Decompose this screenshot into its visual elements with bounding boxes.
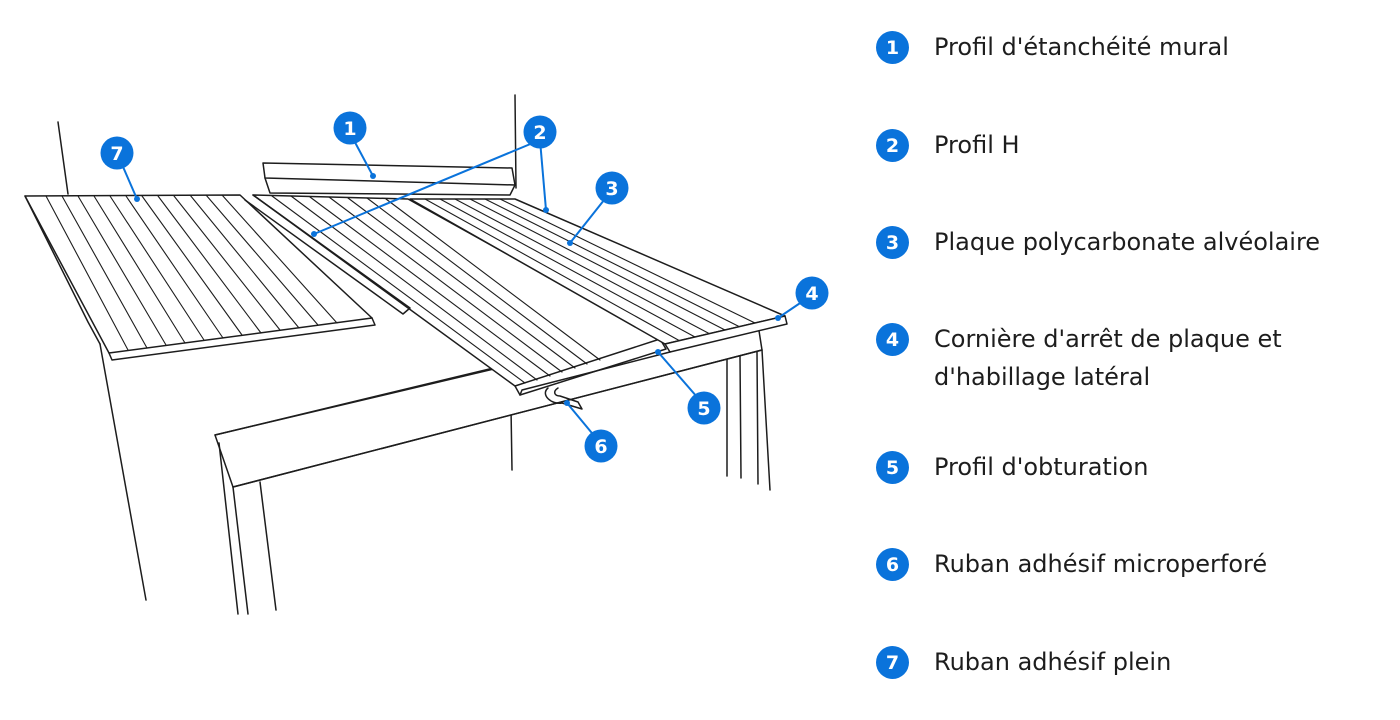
legend-badge-3: 3 [876, 226, 909, 259]
beam-top-edge [214, 367, 499, 436]
legend-label-2: Profil H [934, 131, 1020, 159]
callout-badge-1: 1 [333, 111, 367, 145]
legend-item-2: 2 Profil H [876, 129, 1020, 164]
obturation-profile [519, 351, 671, 396]
right-post [726, 349, 771, 491]
legend-label-3: Plaque polycarbonate alvéolaire [934, 228, 1321, 256]
side-angle-profile [664, 315, 788, 353]
svg-text:3: 3 [605, 178, 618, 200]
svg-text:7: 7 [110, 143, 123, 165]
legend-label-4-line1: Cornière d'arrêt de plaque et [934, 325, 1282, 353]
legend-badge-1: 1 [876, 31, 909, 64]
left-sheet-ribs [45, 194, 338, 351]
legend-label-6: Ruban adhésif microperforé [934, 550, 1268, 578]
legend-item-6: 6 Ruban adhésif microperforé [876, 548, 1267, 583]
h-profile-left [244, 194, 411, 315]
microperforated-tape [544, 387, 583, 410]
legend-item-3: 3 Plaque polycarbonate alvéolaire [876, 226, 1320, 261]
svg-text:1: 1 [343, 118, 356, 140]
left-post [218, 442, 249, 615]
svg-text:5: 5 [697, 398, 710, 420]
svg-text:4: 4 [805, 283, 818, 305]
wall-edge-lower [99, 343, 147, 601]
callout-badge-2: 2 [523, 115, 557, 149]
svg-text:2: 2 [533, 122, 546, 144]
leader-2a [313, 139, 541, 235]
svg-text:6: 6 [594, 436, 607, 458]
legend-badge-7: 7 [876, 646, 909, 679]
legend-item-1: 1 Profil d'étanchéité mural [876, 31, 1229, 66]
left-post-inner [259, 481, 277, 611]
legend-label-4: Cornière d'arrêt de plaque et d'habillag… [934, 320, 1282, 396]
wall-edge [57, 121, 69, 195]
legend-label-1: Profil d'étanchéité mural [934, 33, 1229, 61]
legend-item-4: 4 Cornière d'arrêt de plaque et d'habill… [876, 323, 1282, 396]
wall-inner [510, 407, 513, 471]
callout-badge-6: 6 [584, 429, 618, 463]
right-sheet-ribs [424, 198, 756, 342]
legend-item-5: 5 Profil d'obturation [876, 451, 1148, 486]
legend-badge-4: 4 [876, 323, 909, 356]
beam-front-edge [232, 349, 763, 488]
middle-sheet-ribs [271, 195, 601, 384]
callout-badge-3: 3 [595, 171, 629, 205]
wall-sealing-lip [264, 177, 516, 196]
legend-badge-2: 2 [876, 129, 909, 162]
legend-label-7: Ruban adhésif plein [934, 648, 1172, 676]
left-sheet-side [24, 195, 101, 345]
legend-item-7: 7 Ruban adhésif plein [876, 646, 1171, 681]
legend-badge-6: 6 [876, 548, 909, 581]
callout-badge-4: 4 [795, 276, 829, 310]
legend-label-4-line2: d'habillage latéral [934, 363, 1151, 391]
callout-badge-5: 5 [687, 391, 721, 425]
legend-badge-5: 5 [876, 451, 909, 484]
legend-label-5: Profil d'obturation [934, 453, 1149, 481]
leader-2b [539, 139, 547, 211]
callout-badge-7: 7 [100, 136, 134, 170]
wall-ridge [514, 94, 517, 189]
left-sheet-edge [108, 317, 376, 361]
roof-illustration: 1 2 3 4 5 6 7 [24, 94, 829, 615]
